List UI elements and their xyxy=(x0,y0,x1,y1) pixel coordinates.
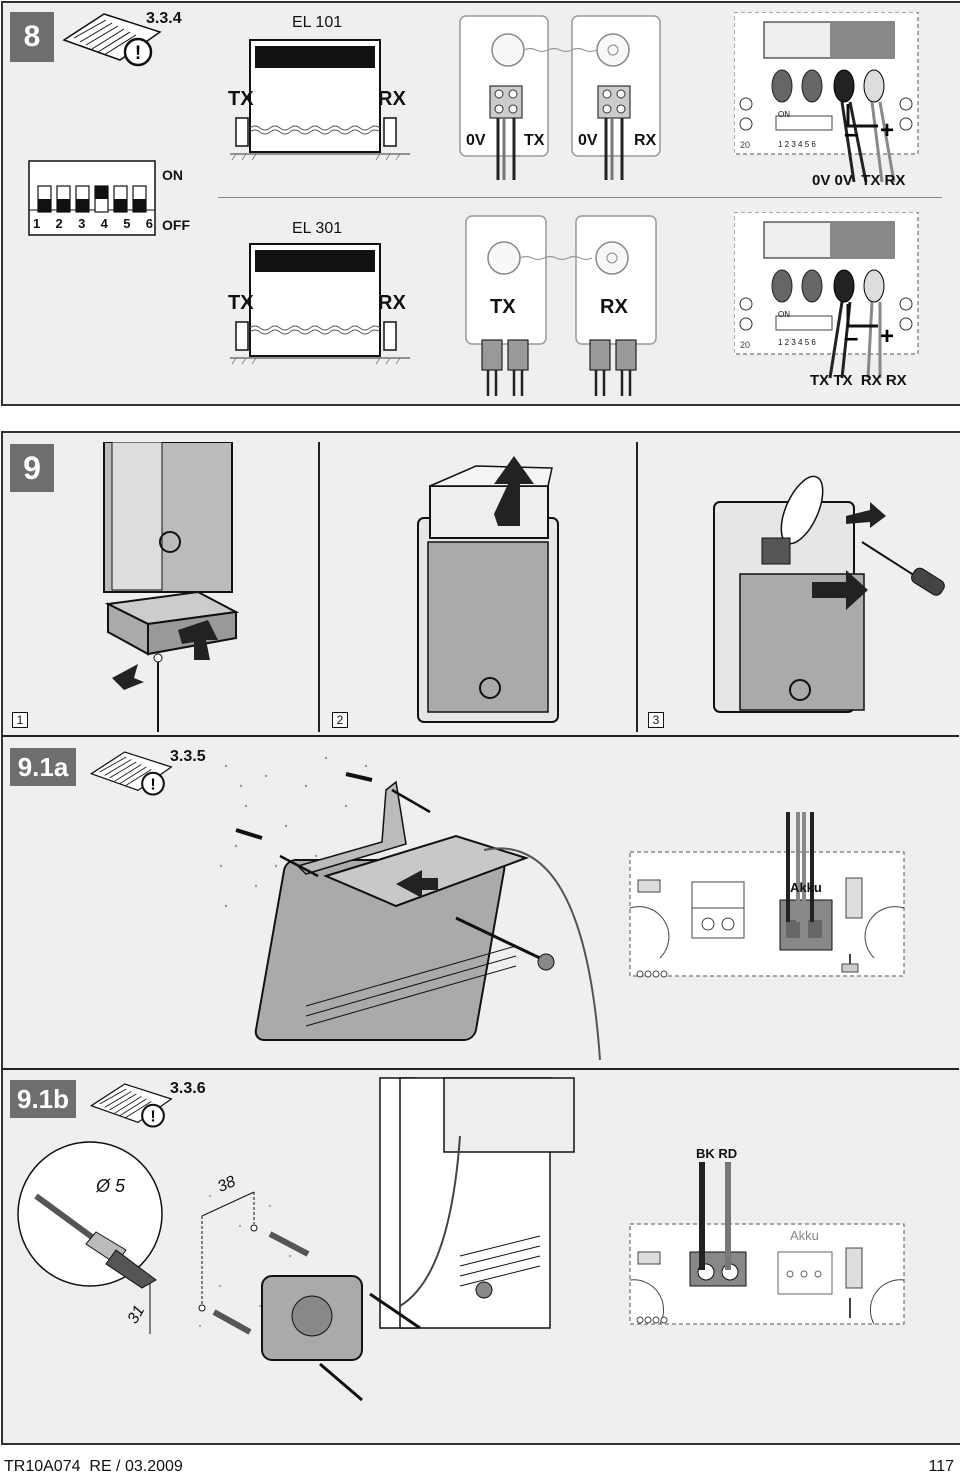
control-housing-illustration xyxy=(369,1077,575,1330)
dip-knob-off xyxy=(114,199,127,212)
section-9-1-divider xyxy=(1,1068,959,1070)
akku-connector-board xyxy=(629,812,905,978)
lower-board-dip-on: ON xyxy=(778,310,790,319)
el301-title: EL 301 xyxy=(292,220,343,237)
el301-rx-label: RX xyxy=(378,292,406,314)
section-9-1b-badge: 9.1b xyxy=(10,1080,76,1118)
el301-tx-label: TX xyxy=(228,292,254,314)
section-8-divider xyxy=(218,197,942,198)
upper-board-wire-label: 0V 0V TX RX xyxy=(812,172,906,189)
wall-dimension-illustration xyxy=(149,1191,363,1402)
step-3-number: 3 xyxy=(648,712,664,728)
lower-board-wire-label: TX TX RX RX xyxy=(810,372,907,389)
step-divider-2 xyxy=(636,442,638,732)
battery-mount-illustration xyxy=(219,756,601,1061)
lower-control-board: + – xyxy=(734,212,919,379)
dip-number: 3 xyxy=(78,216,86,231)
svg-text:!: ! xyxy=(150,1109,155,1126)
page-number: 117 xyxy=(928,1458,954,1475)
section-8-ref: 3.3.4 xyxy=(146,10,182,27)
el101-light-barrier xyxy=(230,39,410,161)
section-9-1a-badge: 9.1a xyxy=(10,748,76,786)
dip-number: 6 xyxy=(145,216,153,231)
wire-label-rx: RX xyxy=(634,132,657,149)
akku-label-9-1a: Akku xyxy=(790,880,822,895)
upper-board-dip-on: ON xyxy=(778,110,790,119)
el101-rx-label: RX xyxy=(378,88,406,110)
section-9-1b-ref: 3.3.6 xyxy=(170,1080,206,1097)
dip-number: 1 xyxy=(33,216,41,231)
svg-text:+: + xyxy=(880,117,894,144)
bk-rd-label: BK RD xyxy=(696,1146,738,1161)
manual-ref-icon-9-1a: ! xyxy=(89,751,173,796)
dip-knob-off xyxy=(133,199,146,212)
section-9-subdivider xyxy=(1,735,959,737)
step-2-number: 2 xyxy=(332,712,348,728)
upper-board-number: 20 xyxy=(740,140,751,150)
dip-number: 2 xyxy=(55,216,63,231)
el301-tx-unit-label: TX xyxy=(490,296,516,318)
lower-board-dip-numbers: 1 2 3 4 5 6 xyxy=(778,338,816,347)
svg-text:–: – xyxy=(844,322,858,352)
wire-label-0v-a: 0V xyxy=(466,132,486,149)
svg-text:!: ! xyxy=(150,777,155,794)
dip-knob-off xyxy=(76,199,89,212)
el101-sensor-modules xyxy=(459,15,661,180)
akku-label-9-1b: Akku xyxy=(790,1228,819,1243)
el301-sensor-modules xyxy=(465,215,657,396)
step-2-illustration xyxy=(417,456,559,723)
wire-label-0v-b: 0V xyxy=(578,132,598,149)
step-3-illustration xyxy=(713,475,945,713)
bk-rd-connector-board xyxy=(629,1162,905,1325)
section-9-badge: 9 xyxy=(10,444,54,492)
el101-title: EL 101 xyxy=(292,14,343,31)
manual-ref-icon-8: ! xyxy=(62,13,162,67)
manual-ref-icon-9-1b: ! xyxy=(89,1083,173,1128)
svg-text:+: + xyxy=(880,323,894,350)
el301-rx-unit-label: RX xyxy=(600,296,628,318)
dip-off-label: OFF xyxy=(162,217,190,233)
section-9-1a-ref: 3.3.5 xyxy=(170,748,206,765)
lower-board-number: 20 xyxy=(740,340,751,350)
upper-board-dip-numbers: 1 2 3 4 5 6 xyxy=(778,140,816,149)
dip-numbers: 1 2 3 4 5 6 xyxy=(33,216,153,231)
section-8-badge: 8 xyxy=(10,12,54,62)
document-id: TR10A074 RE / 03.2009 xyxy=(4,1458,183,1475)
svg-text:!: ! xyxy=(135,43,141,64)
svg-text:–: – xyxy=(844,118,858,148)
dip-on-label: ON xyxy=(162,167,183,183)
dip-knob-off xyxy=(57,199,70,212)
upper-control-board: + – xyxy=(734,12,919,182)
drill-detail-illustration xyxy=(17,1141,163,1289)
drill-diameter-label: Ø 5 xyxy=(96,1176,126,1196)
dip-switch xyxy=(28,160,156,236)
step-1-illustration xyxy=(103,442,240,732)
step-1-number: 1 xyxy=(12,712,28,728)
el101-tx-label: TX xyxy=(228,88,254,110)
wire-label-tx: TX xyxy=(524,132,545,149)
dip-number: 5 xyxy=(123,216,131,231)
dip-knob-on xyxy=(95,186,108,199)
el301-light-barrier xyxy=(230,243,410,365)
dip-number: 4 xyxy=(100,216,108,231)
dip-knob-off xyxy=(38,199,51,212)
step-divider-1 xyxy=(318,442,320,732)
